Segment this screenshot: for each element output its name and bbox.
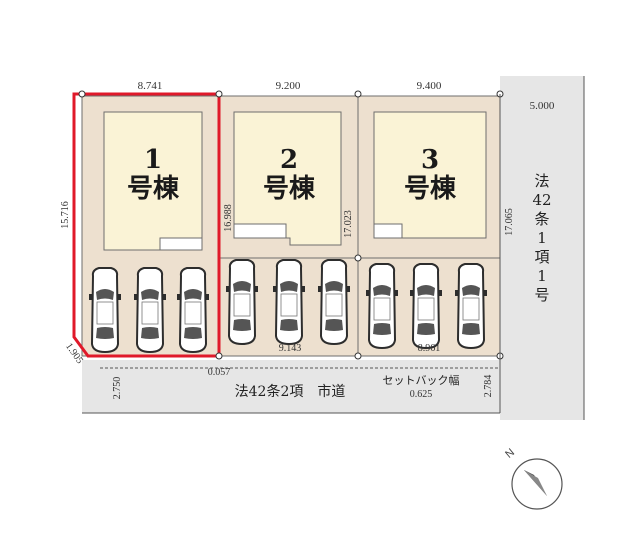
lot-2-frontage: 9.200 (276, 80, 301, 92)
car-icon (225, 259, 259, 345)
car-icon (454, 263, 488, 349)
svg-text:号: 号 (534, 286, 549, 304)
setback-label: セットバック幅 (383, 374, 460, 387)
lot-2-left-depth: 16.988 (223, 204, 234, 232)
car-icon (317, 259, 351, 345)
car-icon (365, 263, 399, 349)
setback-value: 0.625 (410, 389, 433, 400)
lot-3-house (373, 111, 487, 239)
lot-2-right-depth: 17.023 (343, 210, 354, 238)
lot-1-label: 号棟 (127, 174, 180, 204)
lot-1-house-porch (159, 237, 203, 251)
lot-2-house-porch (233, 223, 287, 239)
boundary-marker (215, 352, 223, 360)
road-offset: 0.057 (208, 367, 231, 378)
lot-3-road-side: 8.961 (418, 343, 441, 354)
lot-3-house-porch (373, 223, 403, 239)
lot-3-frontage: 9.400 (417, 80, 442, 92)
front-road (82, 360, 500, 413)
car-icon (176, 267, 210, 353)
lot-3-number: 3 (421, 145, 439, 175)
boundary-marker (215, 90, 223, 98)
lot-1-depth: 15.716 (60, 201, 71, 229)
svg-text:条: 条 (534, 210, 549, 228)
svg-text:法: 法 (534, 172, 549, 190)
svg-text:1: 1 (537, 267, 547, 285)
boundary-marker (354, 254, 362, 262)
front-road-label: 法42条2項 市道 (235, 383, 346, 400)
boundary-marker (354, 352, 362, 360)
car-icon (133, 267, 167, 353)
lot-3-depth: 17.065 (504, 208, 515, 236)
boundary-marker (354, 90, 362, 98)
side-road (500, 76, 584, 420)
road-width-right: 2.784 (483, 375, 494, 398)
boundary-marker (78, 90, 86, 98)
svg-text:42: 42 (532, 191, 551, 209)
side-road-width: 5.000 (530, 100, 555, 112)
lot-2-label: 号棟 (263, 174, 316, 204)
car-icon (88, 267, 122, 353)
svg-text:1: 1 (537, 229, 547, 247)
lot-2-number: 2 (280, 145, 298, 175)
car-icon (409, 263, 443, 349)
side-road-label: 法 42 条 1 項 1 号 (532, 172, 551, 304)
compass-north-label: N (503, 447, 517, 461)
lot-2-road-side: 9.143 (279, 343, 302, 354)
road-width-left: 2.750 (112, 377, 123, 400)
lot-3-label: 号棟 (404, 174, 457, 204)
svg-text:項: 項 (534, 248, 549, 266)
compass-icon (511, 458, 563, 510)
car-icon (272, 259, 306, 345)
lot-1-number: 1 (144, 145, 162, 175)
lot-1-frontage: 8.741 (138, 80, 163, 92)
lot-1-house (103, 111, 203, 251)
